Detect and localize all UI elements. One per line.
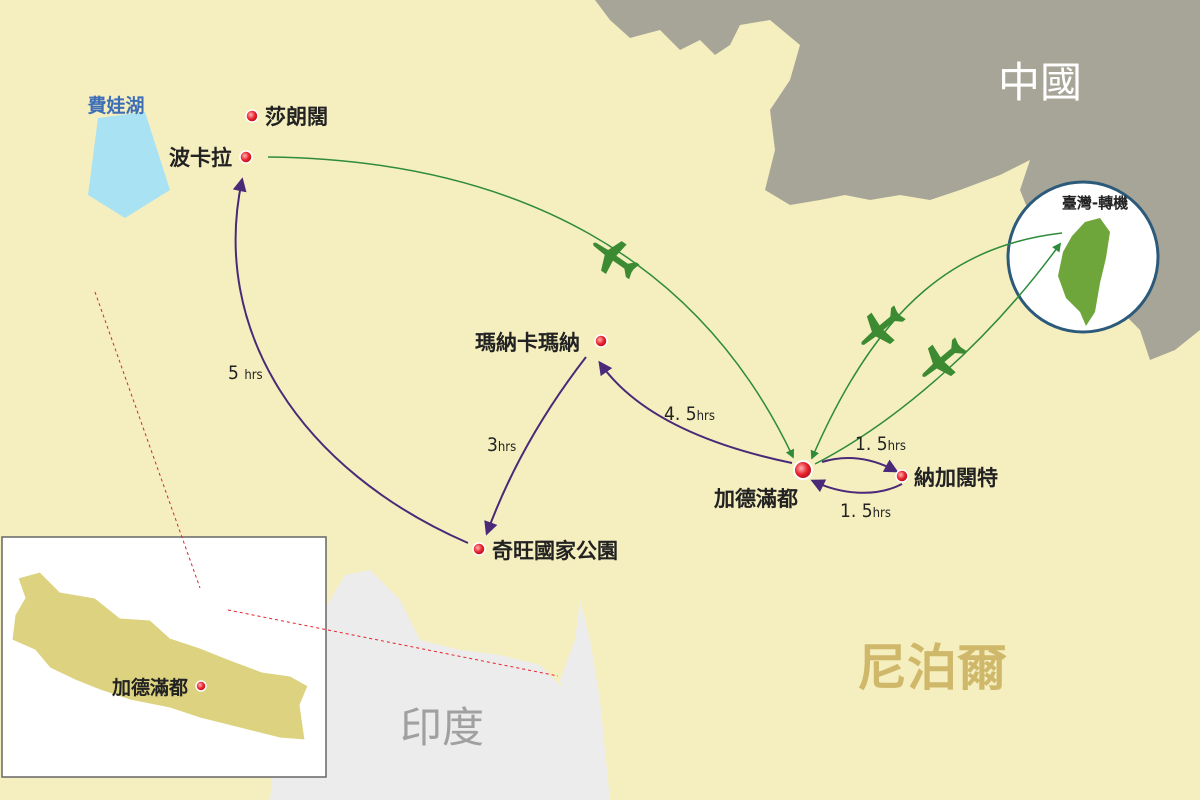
red-dot-icon-inset-kathmandu (195, 680, 207, 692)
city-label-sarangkot: 莎朗闊 (265, 105, 328, 129)
route-nagarkot-kathmandu (810, 479, 903, 494)
route-kathmandu-manakamana (598, 360, 793, 464)
taiwan-transfer-label: 臺灣-轉機 (1062, 194, 1128, 212)
flight-route-taiwan-kathmandu (810, 232, 1063, 460)
duration-manakamana-chitwan: 3hrs (487, 434, 516, 456)
taiwan-island (1058, 218, 1110, 326)
red-dot-icon-pokhara (239, 150, 253, 164)
connector-line-right (227, 609, 559, 677)
india-region (270, 570, 590, 800)
red-dot-icon-sarangkot (245, 109, 259, 123)
red-dot-icon-nagarkot (895, 469, 909, 483)
nepal-label: 尼泊爾 (857, 639, 1007, 697)
city-label-manakamana: 瑪納卡瑪納 (475, 331, 580, 355)
duration-chitwan-pokhara: 5 hrs (228, 362, 263, 384)
city-label-kathmandu: 加德滿都 (713, 487, 798, 511)
duration-kathmandu-manakamana: 4. 5hrs (664, 403, 715, 425)
city-label-chitwan: 奇旺國家公園 (492, 539, 618, 563)
red-dot-icon-kathmandu (793, 460, 813, 480)
flight-route-pokhara-kathmandu (267, 156, 794, 459)
red-dot-icon-manakamana (594, 334, 608, 348)
red-dot-icon-chitwan (472, 542, 486, 556)
lake-label: 費娃湖 (87, 94, 144, 117)
connector-line-left (94, 291, 201, 589)
india-region-edge (560, 600, 610, 800)
duration-kathmandu-nagarkot: 1. 5hrs (855, 433, 906, 455)
route-kathmandu-nagarkot (821, 457, 899, 473)
inset-nepal-outline (11, 571, 309, 741)
route-chitwan-pokhara (232, 177, 469, 544)
city-label-nagarkot: 納加闊特 (914, 466, 998, 490)
india-label: 印度 (400, 703, 484, 752)
route-manakamana-chitwan (484, 356, 587, 536)
china-label: 中國 (998, 58, 1082, 107)
inset-kathmandu-label: 加德滿都 (111, 676, 188, 699)
duration-nagarkot-kathmandu: 1. 5hrs (840, 500, 891, 522)
phewa-lake (88, 112, 170, 218)
city-label-pokhara: 波卡拉 (169, 146, 232, 170)
flight-route-kathmandu-taiwan (814, 242, 1062, 465)
